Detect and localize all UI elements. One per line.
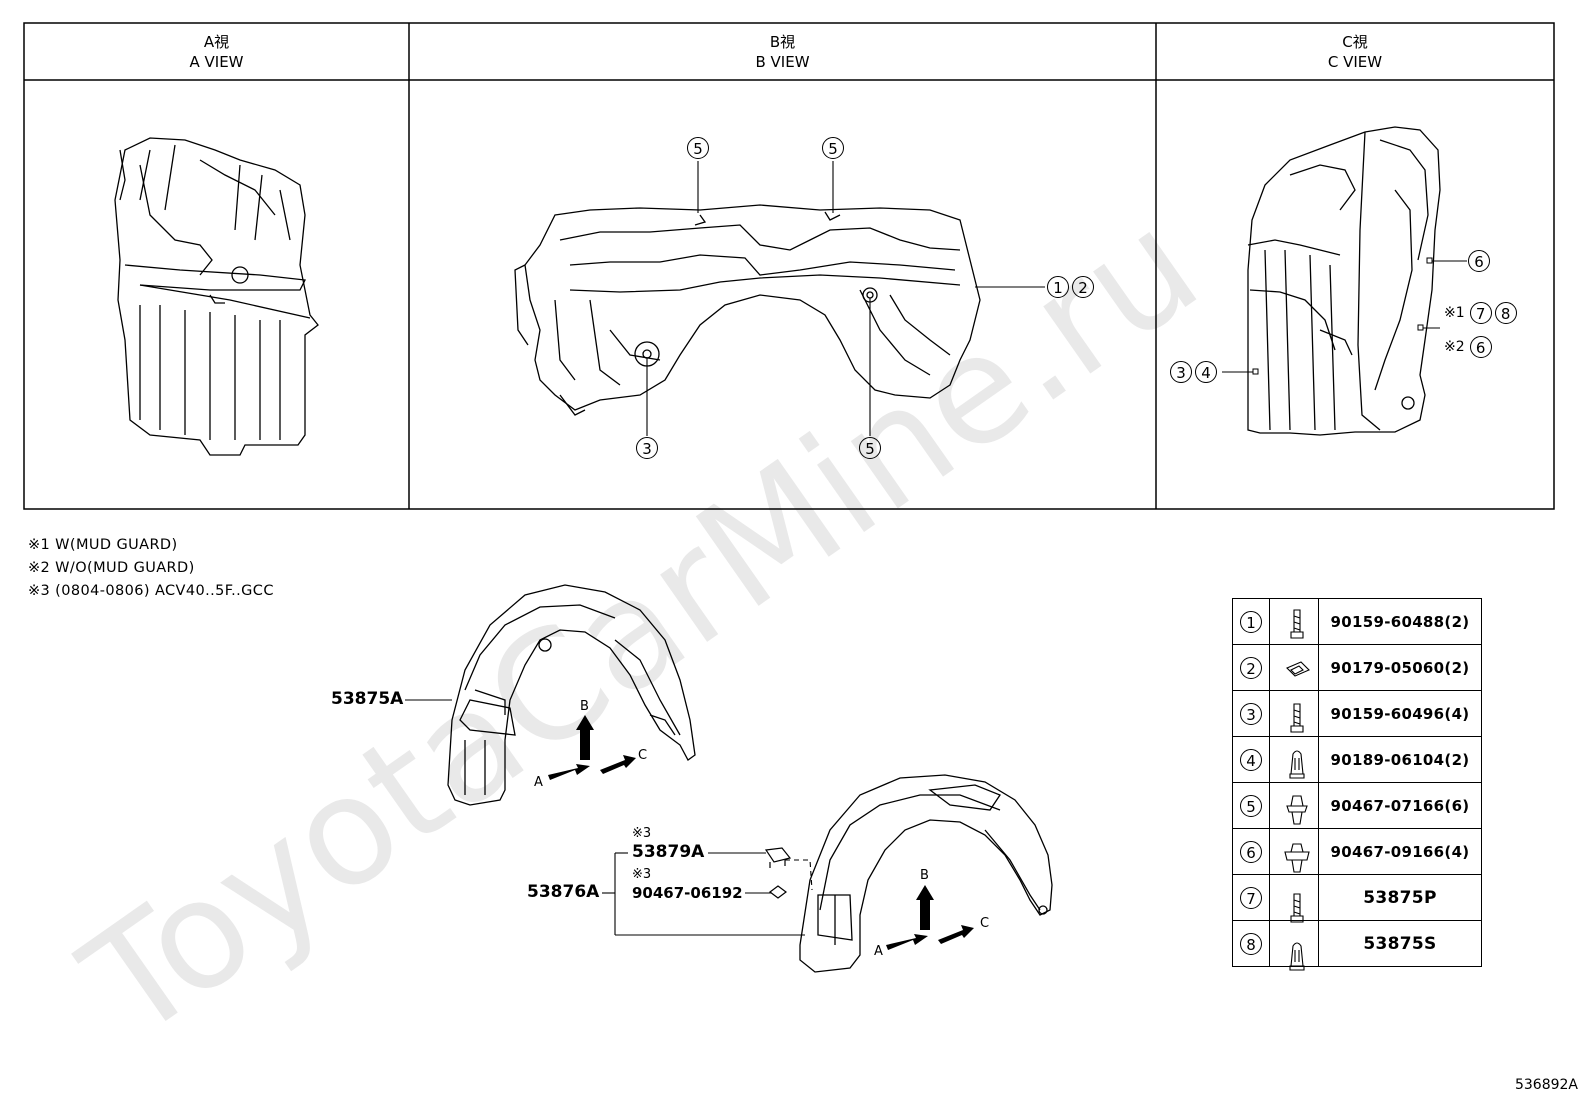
- part-label-90467-06192: 90467-06192: [632, 884, 743, 902]
- bolt-icon: [1269, 690, 1319, 737]
- callout-number: 4: [1195, 361, 1217, 383]
- arrow-label-a: A: [874, 944, 883, 959]
- callout-number: 3: [1170, 361, 1192, 383]
- callout-c-mark1: ※1 7 8: [1444, 302, 1517, 324]
- note-mark: ※1: [1444, 305, 1465, 321]
- direction-arrows-1: [548, 715, 636, 780]
- c-view-title-en: C VIEW: [1327, 53, 1383, 71]
- callout-number: 6: [1469, 336, 1492, 358]
- table-row: 2 90179-05060(2): [1232, 644, 1482, 691]
- row-number: 7: [1240, 886, 1262, 909]
- callout-number: 6: [1468, 250, 1490, 272]
- callout-number: 7: [1469, 302, 1492, 324]
- liner-53875A-drawing: [447, 584, 696, 806]
- dashed-link: [785, 859, 813, 891]
- part-label-53875A: 53875A: [331, 689, 404, 709]
- table-row: 6 90467-09166(4): [1232, 828, 1482, 875]
- callout-number: 5: [859, 437, 881, 459]
- arrow-label-c: C: [980, 916, 990, 931]
- b-view-header: B視 B VIEW: [409, 24, 1156, 81]
- note-mark: ※2: [1444, 339, 1465, 355]
- part-label-53879A: 53879A: [632, 842, 705, 862]
- push-clip-large-icon: [1269, 828, 1319, 875]
- note-mark-3b: ※3: [632, 867, 652, 882]
- row-number: 3: [1240, 702, 1262, 725]
- direction-arrows-2: [886, 885, 974, 950]
- c-fastener-marker: [1426, 257, 1433, 264]
- c-fastener-marker: [1417, 324, 1424, 331]
- screw-grommet-icon: [1269, 920, 1319, 967]
- callout-b-top-right: 5: [822, 137, 844, 159]
- note-2: ※2 W/O(MUD GUARD): [28, 560, 195, 576]
- callout-number: 1: [1047, 276, 1069, 298]
- callout-number: 8: [1494, 302, 1517, 324]
- part-number: 90179-05060(2): [1318, 644, 1482, 691]
- view-frame: [23, 22, 1555, 510]
- table-row: 4 90189-06104(2): [1232, 736, 1482, 783]
- callout-b-top-left: 5: [687, 137, 709, 159]
- callout-b-right: 1 2: [1047, 276, 1094, 298]
- callout-number: 5: [687, 137, 709, 159]
- a-view-liner-drawing: [114, 137, 319, 456]
- arrow-label-b: B: [580, 699, 589, 714]
- part-number: 53875S: [1318, 920, 1482, 967]
- screw-90467-06192-drawing: [769, 885, 787, 899]
- c-view-header: C視 C VIEW: [1156, 24, 1554, 81]
- b-view-title-jp: B視: [769, 33, 796, 51]
- clip-53879A-drawing: [764, 847, 792, 868]
- screw-grommet-icon: [1269, 736, 1319, 783]
- a-view-title-jp: A視: [203, 33, 230, 51]
- note-mark-3a: ※3: [632, 826, 652, 841]
- part-number: 90467-09166(4): [1318, 828, 1482, 875]
- callout-b-bottom-left: 3: [636, 437, 658, 459]
- callout-number: 2: [1072, 276, 1094, 298]
- callout-c-left: 3 4: [1170, 361, 1217, 383]
- c-view-title-jp: C視: [1342, 33, 1368, 51]
- part-number: 53875P: [1318, 874, 1482, 921]
- b-view-title-en: B VIEW: [755, 53, 810, 71]
- part-number: 90159-60488(2): [1318, 598, 1482, 645]
- parts-table: 1 90159-60488(2) 2 90179-05060(2) 3 9015…: [1232, 598, 1482, 967]
- part-number: 90467-07166(6): [1318, 782, 1482, 829]
- callout-c-mark2: ※2 6: [1444, 336, 1492, 358]
- arrow-label-b: B: [920, 868, 929, 883]
- row-number: 8: [1240, 932, 1262, 955]
- note-3: ※3 (0804-0806) ACV40..5F..GCC: [28, 583, 274, 599]
- arrow-label-c: C: [638, 748, 648, 763]
- b-view-liner-drawing: [514, 204, 981, 416]
- row-number: 2: [1240, 656, 1262, 679]
- table-row: 5 90467-07166(6): [1232, 782, 1482, 829]
- row-number: 1: [1240, 610, 1262, 633]
- table-row: 3 90159-60496(4): [1232, 690, 1482, 737]
- push-clip-icon: [1269, 782, 1319, 829]
- part-number: 90159-60496(4): [1318, 690, 1482, 737]
- a-view-header: A視 A VIEW: [24, 24, 409, 81]
- b-view-leaders: [646, 161, 1045, 436]
- a-view-title-en: A VIEW: [189, 53, 244, 71]
- c-view-liner-drawing: [1247, 126, 1441, 436]
- note-1: ※1 W(MUD GUARD): [28, 537, 178, 553]
- row-number: 4: [1240, 748, 1262, 771]
- table-row: 7 53875P: [1232, 874, 1482, 921]
- part-label-53876A: 53876A: [527, 882, 600, 902]
- bolt-icon: [1269, 598, 1319, 645]
- row-number: 5: [1240, 794, 1262, 817]
- leaders-53876A: [602, 852, 805, 936]
- bolt-icon: [1269, 874, 1319, 921]
- c-fastener-marker: [1252, 368, 1259, 375]
- row-number: 6: [1240, 840, 1262, 863]
- callout-number: 3: [636, 437, 658, 459]
- callout-number: 5: [822, 137, 844, 159]
- arrow-label-a: A: [534, 775, 543, 790]
- callout-b-bottom-right: 5: [859, 437, 881, 459]
- clip-icon: [1269, 644, 1319, 691]
- table-row: 8 53875S: [1232, 920, 1482, 967]
- c-view-leaders: [1222, 260, 1467, 373]
- callout-c-right-top: 6: [1468, 250, 1490, 272]
- part-number: 90189-06104(2): [1318, 736, 1482, 783]
- table-row: 1 90159-60488(2): [1232, 598, 1482, 645]
- diagram-id: 536892A: [1514, 1077, 1578, 1093]
- liner-53876A-drawing: [799, 774, 1053, 973]
